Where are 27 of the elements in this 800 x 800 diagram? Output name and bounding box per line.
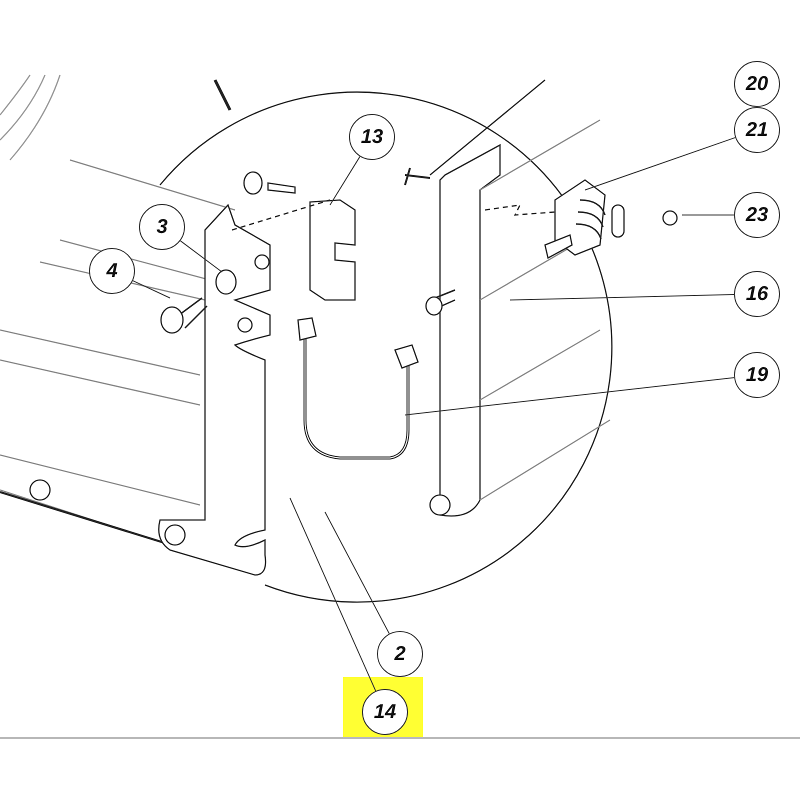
callout-circle — [349, 114, 395, 160]
callout-number: 21 — [746, 118, 768, 142]
callout-number: 23 — [746, 204, 768, 226]
callout-number: 2 — [394, 642, 406, 666]
callout-number: 14 — [374, 700, 396, 724]
leader-line — [132, 280, 170, 298]
callout-circle — [377, 631, 423, 677]
leader-line — [404, 377, 735, 416]
leader-line — [682, 214, 734, 216]
callout-number: 13 — [360, 126, 384, 148]
leader-line — [584, 137, 736, 190]
callout-number: 3 — [156, 216, 168, 238]
callout-circle — [734, 107, 780, 153]
callout-circle — [89, 248, 135, 294]
callout-number: 4 — [106, 260, 118, 282]
leader-line — [324, 512, 390, 634]
callout-number: 19 — [746, 364, 768, 386]
callout-number: 16 — [746, 282, 768, 306]
callout-circle — [139, 204, 185, 250]
leader-line — [180, 240, 222, 272]
leader-line — [510, 294, 734, 300]
callout-circle — [734, 192, 780, 238]
callout-number: 20 — [746, 72, 768, 96]
callout-circle — [734, 352, 780, 398]
leader-line — [330, 156, 360, 206]
callout-circle — [734, 61, 780, 107]
callout-circle — [734, 271, 780, 317]
